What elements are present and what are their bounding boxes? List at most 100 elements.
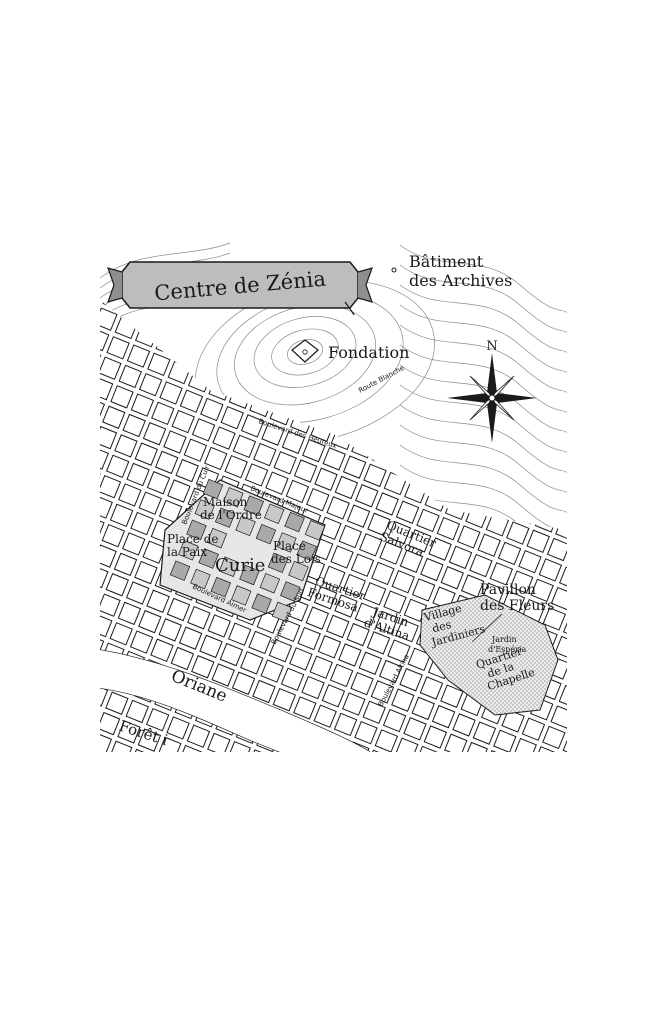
city-block [322,565,346,590]
city-block [357,248,379,270]
plaza-tile [271,601,293,623]
label-place-paix: Place de la Paix [167,532,222,559]
city-block [219,642,244,667]
city-block [510,333,535,357]
city-block [375,492,399,516]
city-block [367,512,391,537]
plaza-tile [218,556,240,577]
map-canvas: Centre de Zénia N Bâtiment des Archives … [100,240,567,752]
city-block [187,606,211,630]
city-block [313,704,337,728]
city-block [248,630,272,655]
city-block [497,541,522,566]
contour-line [399,364,567,433]
city-block [227,740,251,752]
city-block [113,552,138,577]
city-block [178,626,203,650]
archives-marker [391,267,397,273]
city-block [423,725,448,749]
city-block [317,635,342,659]
city-block [420,557,444,582]
label-maison-ordre: Maison de l'Ordre [200,495,262,522]
city-block [527,300,551,317]
title-banner: Centre de Zénia [107,261,373,315]
city-block [138,491,162,515]
city-block [461,337,486,361]
city-block [196,348,220,373]
city-block [449,308,474,333]
city-block [375,610,399,635]
city-block [186,724,211,748]
city-block [354,602,379,626]
city-block [117,601,142,626]
city-block [273,451,297,475]
city-block [130,393,155,417]
city-block [177,240,199,245]
city-block [553,240,567,254]
city-block [244,463,269,487]
city-block [166,597,191,622]
city-block [321,684,346,708]
city-block [138,609,162,634]
city-block [114,434,138,458]
city-block [513,737,537,752]
city-block [302,438,326,463]
city-block [159,381,183,405]
label-curie: Curie [215,555,265,576]
contour-line [399,444,567,513]
city-block [110,385,134,409]
city-block [415,745,439,752]
city-block [514,382,539,406]
contour-line [399,244,567,313]
city-block [100,544,117,568]
city-block [100,711,121,736]
contour-line [399,424,567,493]
city-block [126,344,151,368]
plaza-tile [202,478,224,500]
city-block [533,746,558,752]
city-block [314,467,338,491]
city-block [227,622,252,646]
plaza-tile [194,499,215,520]
contour-line [271,328,339,376]
city-block [530,460,555,484]
city-block [207,732,231,752]
city-block [452,713,476,737]
city-block [102,405,126,429]
contour-line [399,304,567,373]
city-block [100,446,109,470]
city-block [385,240,407,258]
city-block [518,431,543,455]
city-block [518,549,542,574]
city-block [338,406,363,430]
city-block [362,700,386,725]
city-block [350,553,375,577]
compass-rose-icon [447,353,537,443]
contour-line [399,264,567,333]
city-block [457,525,481,549]
city-block [305,606,330,630]
city-block [280,667,305,692]
city-block [142,540,166,564]
city-block [129,630,154,654]
city-block [428,418,453,443]
city-block [391,451,416,475]
city-block [554,635,567,660]
plaza-tile [288,560,309,582]
city-block [100,356,122,380]
city-block [536,273,558,295]
city-block [100,683,109,707]
city-block [122,413,146,438]
city-block [331,308,355,332]
city-block [411,696,435,721]
plaza-tile [243,495,265,516]
city-block [379,422,404,447]
city-block [370,680,395,704]
city-block [562,615,567,639]
city-block [163,311,188,336]
city-block [146,589,170,613]
city-block [522,480,547,504]
city-block [551,468,567,492]
city-block [281,430,306,455]
contour-line [253,316,357,388]
